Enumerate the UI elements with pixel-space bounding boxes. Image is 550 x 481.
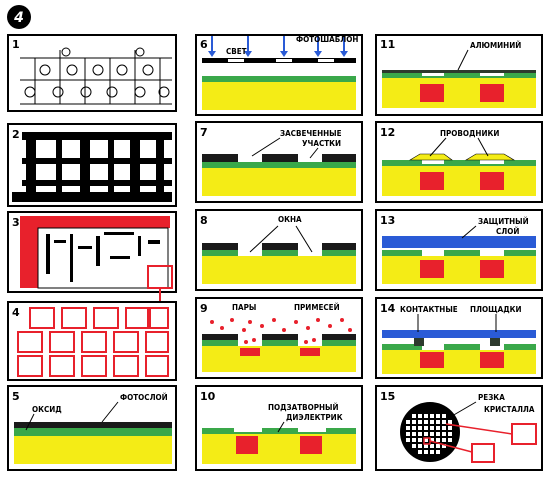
panel-6-number: 6 [200, 38, 208, 51]
panel-10-number: 10 [200, 390, 216, 403]
panel-5: 5 ОКСИД ФОТОСЛОЙ [7, 385, 177, 471]
label-gate: ПОДЗАТВОРНЫЙ [268, 401, 339, 412]
panel-8-number: 8 [200, 214, 208, 227]
label-protective: ЗАЩИТНЫЙ [478, 215, 529, 226]
panel-10: 10 ПОДЗАТВОРНЫЙ ДИЭЛЕКТРИК [195, 385, 363, 471]
panel-13-number: 13 [380, 214, 395, 227]
label-dopants: ПРИМЕСЕЙ [294, 301, 340, 312]
panel-5-number: 5 [12, 390, 20, 403]
panel-15-number: 15 [380, 390, 395, 403]
label-areas: УЧАСТКИ [302, 139, 341, 148]
panel-9: 9 ПАРЫ ПРИМЕСЕЙ [195, 297, 363, 379]
panel-2-number: 2 [12, 128, 20, 141]
panel-7: 7 ЗАСВЕЧЕННЫЕ УЧАСТКИ [195, 121, 363, 203]
panel-8: 8 ОКНА [195, 209, 363, 291]
panel-14-number: 14 [380, 302, 396, 315]
panel-2: 2 [7, 123, 177, 207]
label-pads: ПЛОЩАДКИ [470, 305, 522, 314]
label-layer: СЛОЙ [496, 225, 519, 236]
panel-15: 15 РЕЗКА КРИСТАЛЛА [375, 385, 543, 471]
label-exposed: ЗАСВЕЧЕННЫЕ [280, 129, 342, 138]
panel-12: 12 ПРОВОДНИКИ [375, 121, 543, 203]
panel-3: 3 [7, 211, 177, 312]
panel-1: 1 [7, 34, 177, 112]
label-dicing: РЕЗКА [478, 393, 505, 402]
panel-11: 11 АЛЮМИНИЙ [375, 34, 543, 116]
label-photomask: ФОТОШАБЛОН [296, 35, 358, 44]
panel-13: 13 ЗАЩИТНЫЙ СЛОЙ [375, 209, 543, 291]
figure-number-badge: 4 [7, 5, 31, 29]
panel-12-number: 12 [380, 126, 395, 139]
label-light: СВЕТ [226, 47, 247, 56]
panel-11-number: 11 [380, 38, 395, 51]
panel-4: 4 [7, 301, 177, 381]
figure-number: 4 [13, 10, 24, 26]
label-oxide: ОКСИД [32, 405, 62, 414]
label-windows: ОКНА [278, 215, 302, 224]
panel-6: 6 СВЕТ ФОТОШАБЛОН [195, 34, 363, 116]
panel-14: 14 КОНТАКТНЫЕ ПЛОЩАДКИ [375, 297, 543, 379]
panel-7-number: 7 [200, 126, 208, 139]
label-crystal: КРИСТАЛЛА [484, 405, 535, 414]
label-photoresist: ФОТОСЛОЙ [120, 391, 168, 402]
label-dielectric: ДИЭЛЕКТРИК [286, 413, 343, 422]
label-vapours: ПАРЫ [232, 303, 256, 312]
panel-1-number: 1 [12, 38, 20, 51]
label-aluminum: АЛЮМИНИЙ [470, 39, 521, 50]
panel-4-number: 4 [12, 306, 20, 319]
panel-9-number: 9 [200, 302, 208, 315]
panel-3-number: 3 [12, 216, 20, 229]
label-conductors: ПРОВОДНИКИ [440, 129, 499, 138]
label-contact: КОНТАКТНЫЕ [400, 305, 458, 314]
